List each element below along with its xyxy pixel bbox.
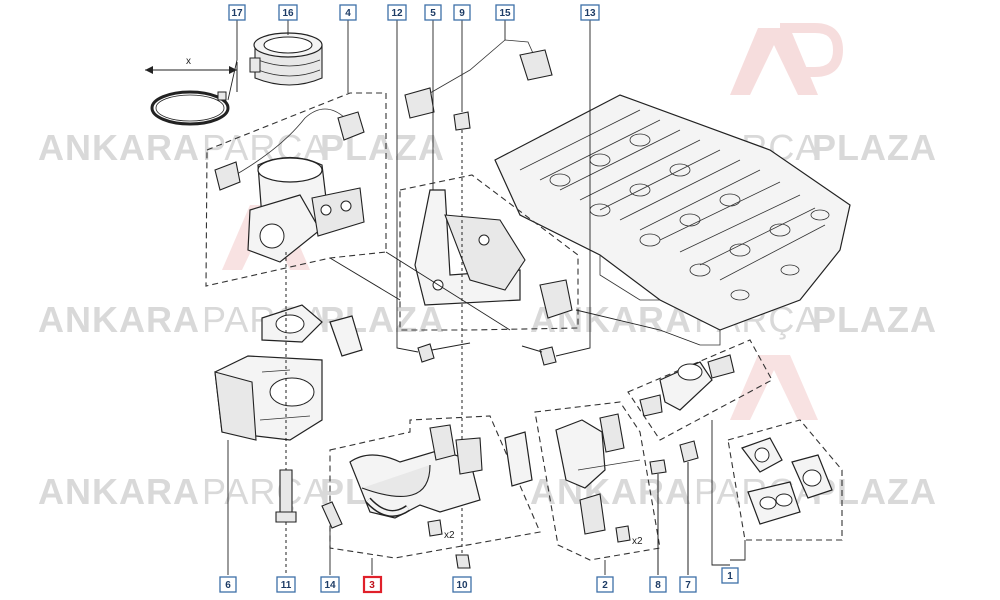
callout-5: 5 bbox=[424, 4, 442, 21]
callout-14: 14 bbox=[320, 576, 340, 593]
svg-text:15: 15 bbox=[499, 8, 511, 19]
watermark-row-2: ANKARA PARÇA PLAZA ANKARA PARÇA PLAZA bbox=[38, 299, 937, 340]
svg-text:9: 9 bbox=[459, 8, 465, 19]
connector-pipe-group bbox=[627, 339, 773, 441]
callout-2: 2 bbox=[596, 576, 614, 593]
svg-text:1: 1 bbox=[727, 571, 733, 582]
svg-text:13: 13 bbox=[584, 8, 596, 19]
watermark-ankara: ANKARA bbox=[530, 471, 692, 512]
callout-15: 15 bbox=[495, 4, 515, 21]
gasket-group bbox=[727, 419, 843, 541]
watermark-ankara: ANKARA bbox=[38, 471, 200, 512]
bolt-9-drawing bbox=[453, 111, 471, 560]
callout-7: 7 bbox=[679, 576, 697, 593]
svg-text:6: 6 bbox=[225, 580, 231, 591]
watermark-logo-right-mid bbox=[730, 355, 818, 420]
screw-pair-a: x2 bbox=[427, 519, 455, 541]
egr-pipe-group bbox=[329, 415, 541, 559]
watermark-ankara: ANKARA bbox=[38, 127, 200, 168]
gasket-upper-drawing bbox=[261, 304, 363, 357]
bolt-12-drawing bbox=[417, 342, 471, 363]
callout-11: 11 bbox=[276, 576, 296, 593]
callout-17: 17 bbox=[228, 4, 246, 21]
callout-16: 16 bbox=[278, 4, 298, 21]
svg-text:4: 4 bbox=[345, 8, 351, 19]
egr-valve-group bbox=[205, 92, 387, 287]
callout-13: 13 bbox=[580, 4, 600, 21]
svg-text:8: 8 bbox=[655, 580, 661, 591]
svg-text:3: 3 bbox=[369, 580, 375, 591]
watermark-plaza: PLAZA bbox=[320, 127, 445, 168]
bracket-group bbox=[399, 174, 579, 331]
hose-clamp-drawing bbox=[150, 90, 230, 126]
watermark-plaza: PLAZA bbox=[812, 471, 937, 512]
callout-10: 10 bbox=[452, 576, 472, 593]
rubber-hose-drawing bbox=[249, 32, 323, 86]
svg-text:11: 11 bbox=[281, 580, 292, 591]
cylinder-head-drawing bbox=[494, 94, 851, 346]
watermark-plaza: PLAZA bbox=[812, 127, 937, 168]
quantity-label: x2 bbox=[444, 530, 455, 541]
watermark-parca: PARÇA bbox=[202, 471, 328, 512]
adapter-group: x2 bbox=[534, 401, 661, 561]
svg-text:17: 17 bbox=[231, 8, 243, 19]
bolt-11-drawing bbox=[275, 252, 297, 575]
watermark-ankara: ANKARA bbox=[38, 299, 200, 340]
bolt-13-drawing bbox=[521, 345, 557, 366]
callout-9: 9 bbox=[453, 4, 471, 21]
callout-8: 8 bbox=[649, 576, 667, 593]
nut-10-drawing bbox=[455, 554, 471, 569]
callout-12: 12 bbox=[387, 4, 407, 21]
svg-text:2: 2 bbox=[602, 580, 608, 591]
svg-text:14: 14 bbox=[324, 580, 336, 591]
bolt-8-drawing bbox=[649, 459, 667, 575]
bolt-14-drawing bbox=[321, 501, 343, 529]
callout-1: 1 bbox=[721, 567, 739, 584]
svg-text:7: 7 bbox=[685, 580, 691, 591]
svg-text:10: 10 bbox=[456, 580, 468, 591]
bolt-7-drawing bbox=[679, 440, 699, 575]
dimension-label: x bbox=[186, 56, 191, 67]
svg-text:5: 5 bbox=[430, 8, 436, 19]
quantity-label: x2 bbox=[632, 536, 643, 547]
callout-4: 4 bbox=[339, 4, 357, 21]
callout-3-highlighted: 3 bbox=[362, 575, 383, 594]
watermark-plaza: PLAZA bbox=[812, 299, 937, 340]
watermark-logo-right-top bbox=[730, 23, 844, 95]
svg-text:12: 12 bbox=[391, 8, 403, 19]
svg-text:16: 16 bbox=[282, 8, 294, 19]
sensor-harness-drawing bbox=[404, 39, 553, 119]
throttle-body-drawing bbox=[214, 355, 323, 441]
callout-6: 6 bbox=[219, 576, 237, 593]
dimension-marker: x bbox=[145, 56, 238, 92]
leader-lines bbox=[227, 20, 746, 575]
watermark-row-1: ANKARA PARÇA PLAZA ANKARA PARÇA PLAZA bbox=[38, 127, 937, 168]
